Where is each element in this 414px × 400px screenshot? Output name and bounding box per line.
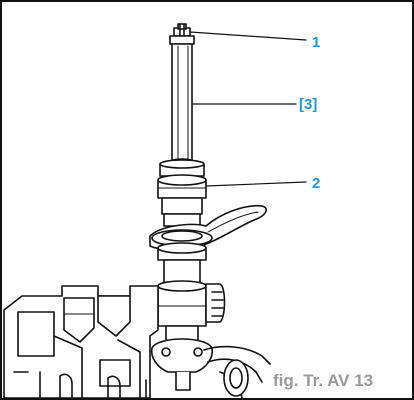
callout-part-1: 1: [312, 34, 321, 51]
callout-part-2: 2: [312, 175, 321, 192]
leader-line-2: [205, 181, 307, 187]
leader-line-1: [189, 31, 307, 41]
tool-top-nut: [173, 23, 191, 37]
tool-shaft: [169, 35, 195, 166]
side-clamp: [205, 283, 226, 323]
figure-reference: fig. Tr. AV 13: [270, 372, 377, 389]
steering-assembly-drawing: [3, 23, 307, 399]
callout-tool-3: [3]: [299, 96, 318, 113]
leader-lines: [189, 31, 307, 187]
collar-part-2: [157, 159, 207, 227]
spring-body: [157, 242, 207, 327]
lower-hub: [150, 325, 271, 399]
upper-mount: [149, 204, 267, 251]
body-panel: [3, 285, 159, 399]
